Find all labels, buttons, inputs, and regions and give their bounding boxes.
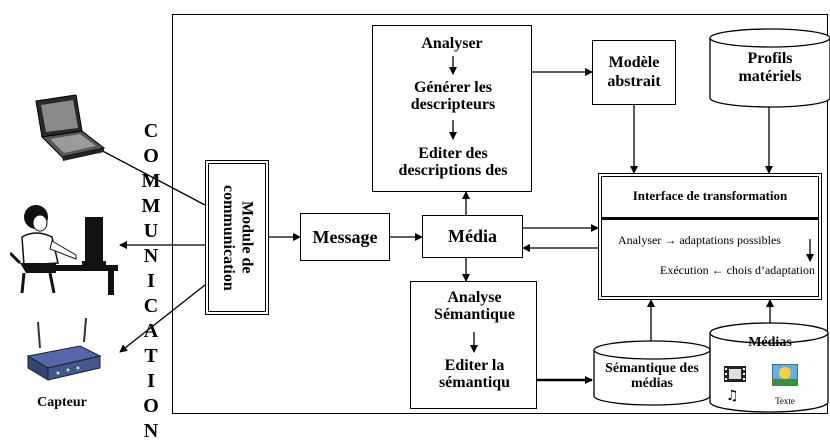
analyser-box[interactable]: Analyser Générer les descripteurs Editer… xyxy=(372,25,532,192)
film-icon xyxy=(724,366,746,382)
interface-step-arrow xyxy=(806,239,814,262)
interface-transformation[interactable]: Interface de transformation Analyser → a… xyxy=(598,173,822,300)
interface-title: Interface de transformation xyxy=(632,188,788,203)
laptop-icon xyxy=(35,94,106,161)
media-label: Média xyxy=(448,226,497,246)
analyse-semantique-step: Analyse Sémantique xyxy=(434,289,515,323)
message-label: Message xyxy=(312,226,378,247)
image-icon xyxy=(772,364,798,386)
communication-module[interactable]: Module de communication xyxy=(205,160,269,315)
analyser-step: Analyser xyxy=(421,35,483,52)
diagram: COMMUNICATION Capteur Module de commu xyxy=(10,14,830,445)
media-box[interactable]: Média xyxy=(422,215,523,258)
semantique-medias-label: Sémantique des médias xyxy=(605,361,699,391)
laptop-link xyxy=(94,146,214,212)
interface-step-analyser: Analyser → adaptations possibles xyxy=(618,233,781,247)
user-at-desk-icon xyxy=(10,205,118,295)
generer-descripteurs-step: Générer les descripteurs xyxy=(410,79,496,113)
editer-semantique-step: Editer la sémantiqu xyxy=(438,357,511,391)
editer-descriptions-step: Editer des descriptions des xyxy=(398,145,508,179)
semantique-medias-database[interactable] xyxy=(592,340,712,408)
communication-module-label: Module de communication xyxy=(220,184,256,291)
profils-materiels-database[interactable] xyxy=(708,28,830,108)
interface-step-execution: Exécution ← chois d’adaptation xyxy=(660,263,815,277)
analyser-flow-arrows xyxy=(449,56,457,140)
profils-materiels-label: Profils matériels xyxy=(738,50,802,86)
medias-db-title: Médias xyxy=(748,335,792,350)
interface-divider xyxy=(602,217,818,220)
medias-database[interactable] xyxy=(708,322,830,416)
communication-label: COMMUNICATION xyxy=(140,120,162,445)
sensor-link xyxy=(119,277,213,353)
music-icon: ♫ xyxy=(726,388,739,404)
analyse-semantique-arrow xyxy=(470,332,478,353)
capteur-label: Capteur xyxy=(37,395,87,410)
modele-abstrait-label: Modèle abstrait xyxy=(607,54,661,90)
texte-label: Texte xyxy=(775,396,795,406)
modele-abstrait-box[interactable]: Modèle abstrait xyxy=(592,40,676,105)
connectors xyxy=(94,68,774,384)
analyse-semantique-box[interactable]: Analyse Sémantique Editer la sémantiqu xyxy=(410,281,537,409)
message-box[interactable]: Message xyxy=(300,213,390,261)
router-sensor-icon xyxy=(26,318,102,381)
